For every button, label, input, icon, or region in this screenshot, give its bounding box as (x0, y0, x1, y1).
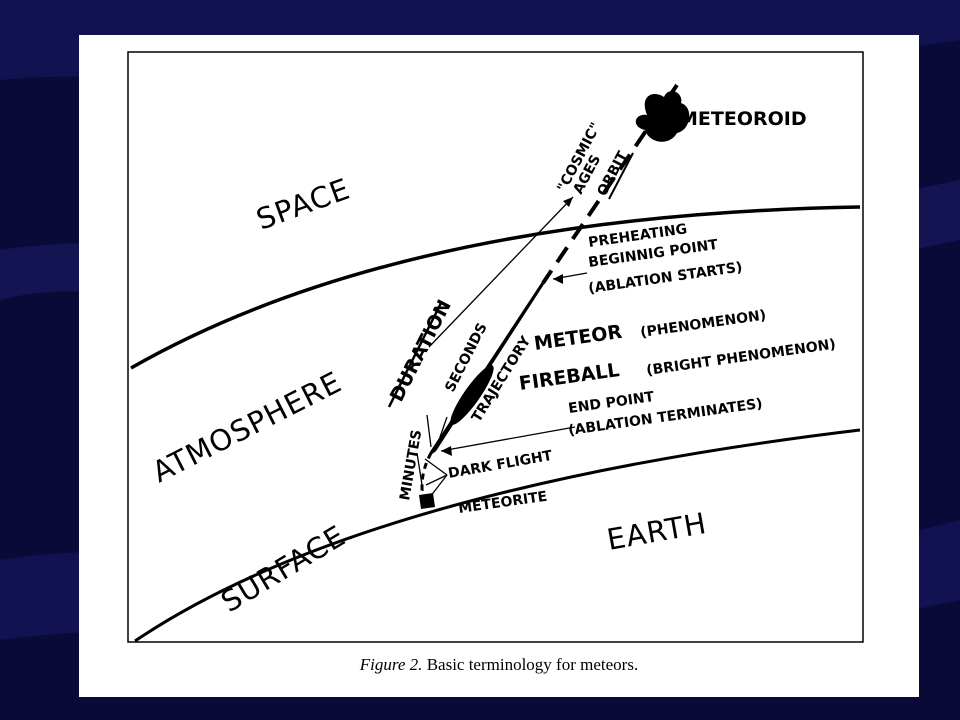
dark-flight-arrow-c (429, 474, 448, 498)
figure-card: SPACE ATMOSPHERE SURFACE EARTH METEOROID… (79, 35, 919, 697)
meteor-label: METEOR (533, 321, 624, 355)
meteor-terminology-diagram: SPACE ATMOSPHERE SURFACE EARTH METEOROID… (127, 51, 864, 643)
duration-arrow (426, 414, 432, 448)
meteoroid-body (635, 90, 690, 142)
duration-underline (387, 302, 443, 408)
fireball-glow (450, 365, 494, 425)
earth-label: EARTH (604, 506, 709, 557)
seconds-arrow (438, 416, 448, 441)
atmosphere-label: ATMOSPHERE (147, 365, 347, 490)
dark-flight-path (420, 452, 433, 499)
surface-label: SURFACE (215, 518, 351, 619)
fireball-label: FIREBALL (518, 359, 621, 395)
end-point-arrow (440, 426, 576, 452)
dark-flight-arrow-a (424, 458, 448, 476)
caption-text: Basic terminology for meteors. (422, 655, 639, 674)
figure-frame (127, 51, 864, 643)
figure-number: Figure 2. (359, 655, 423, 674)
space-label: SPACE (252, 171, 355, 236)
meteor-note: (PHENOMENON) (639, 307, 767, 340)
meteoroid-label: METEOROID (679, 108, 807, 130)
meteorite-body (419, 493, 435, 509)
dark-flight-label: DARK FLIGHT (447, 448, 554, 482)
minutes-arrow (416, 452, 424, 492)
orbit-underline (608, 152, 634, 200)
cosmic-ages-arrow (428, 196, 574, 348)
surface-line (134, 428, 861, 643)
figure-caption: Figure 2. Basic terminology for meteors. (79, 655, 919, 675)
fireball-note: (BRIGHT PHENOMENON) (645, 337, 836, 379)
minutes-label: MINUTES (397, 429, 425, 502)
dark-flight-arrow-b (425, 474, 448, 486)
atmosphere-boundary-line (130, 205, 861, 370)
